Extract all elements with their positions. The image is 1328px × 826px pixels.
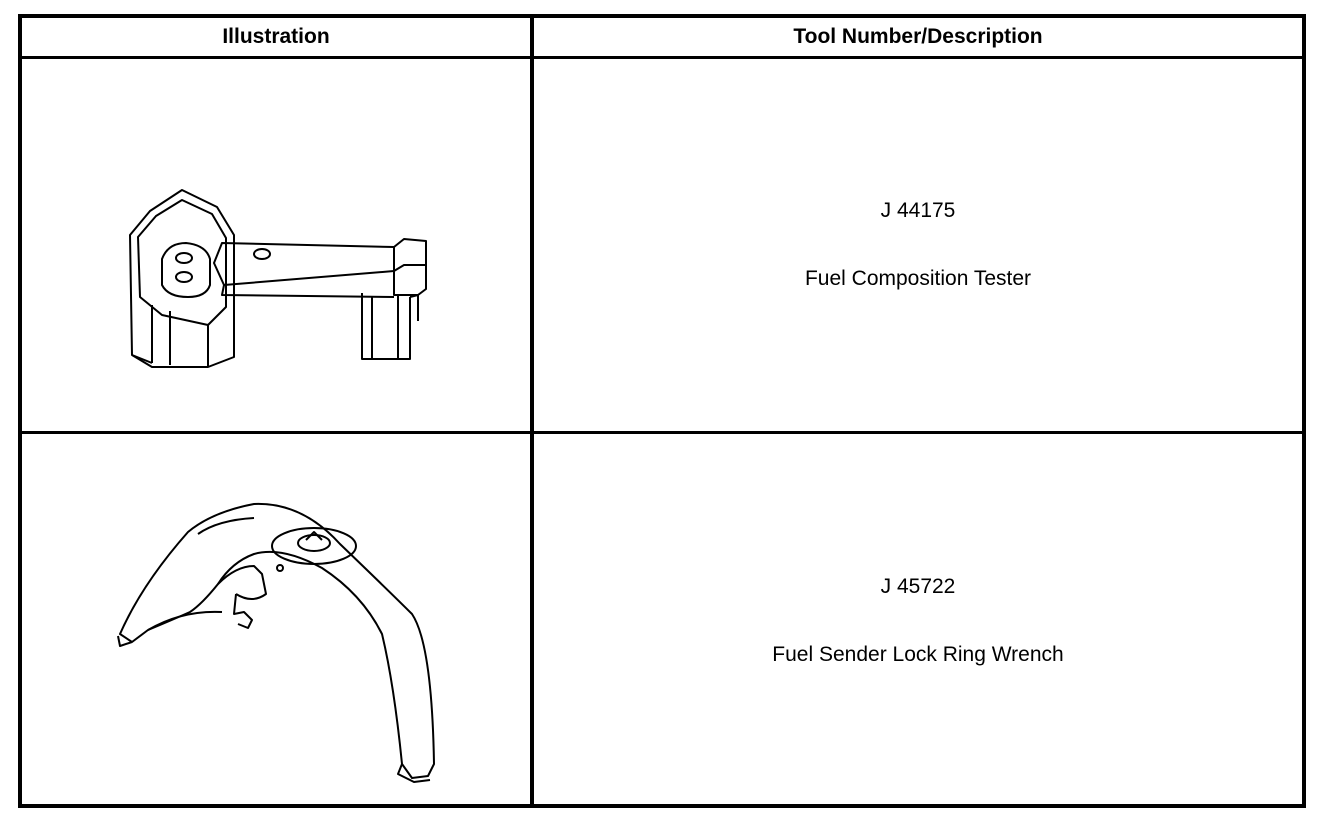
- table-row-1-description: J 44175 Fuel Composition Tester: [534, 59, 1302, 431]
- tool-description: Fuel Sender Lock Ring Wrench: [772, 643, 1064, 666]
- table-row-2-description: J 45722 Fuel Sender Lock Ring Wrench: [534, 434, 1302, 808]
- tool-table: Illustration Tool Number/Description: [18, 14, 1306, 808]
- table-row-1-illustration: [22, 59, 530, 431]
- fuel-composition-tester-icon: [129, 189, 427, 368]
- tool-number: J 45722: [880, 575, 956, 598]
- lock-ring-wrench-icon: [117, 502, 435, 783]
- tool-description: Fuel Composition Tester: [804, 267, 1032, 290]
- column-divider: [530, 18, 534, 804]
- header-divider: [22, 56, 1302, 59]
- row-divider: [22, 431, 1302, 434]
- header-tool-description: Tool Number/Description: [793, 25, 1043, 48]
- tool-number: J 44175: [880, 199, 956, 222]
- table-row-2-illustration: [22, 434, 530, 808]
- header-illustration: Illustration: [222, 25, 330, 48]
